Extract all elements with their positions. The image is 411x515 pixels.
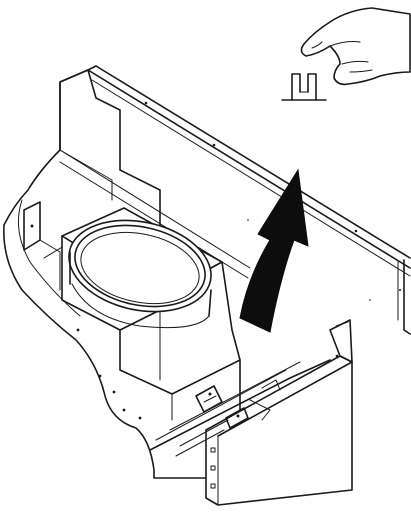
filter-tray <box>149 359 331 457</box>
front-lower-panel <box>205 319 353 506</box>
hand-holding-filter-icon <box>281 7 411 101</box>
top-frame-rail <box>87 65 411 277</box>
scan-specks <box>247 219 401 301</box>
duct-collar <box>68 219 212 329</box>
right-frame-post <box>397 259 411 335</box>
removal-arrow <box>239 168 309 333</box>
